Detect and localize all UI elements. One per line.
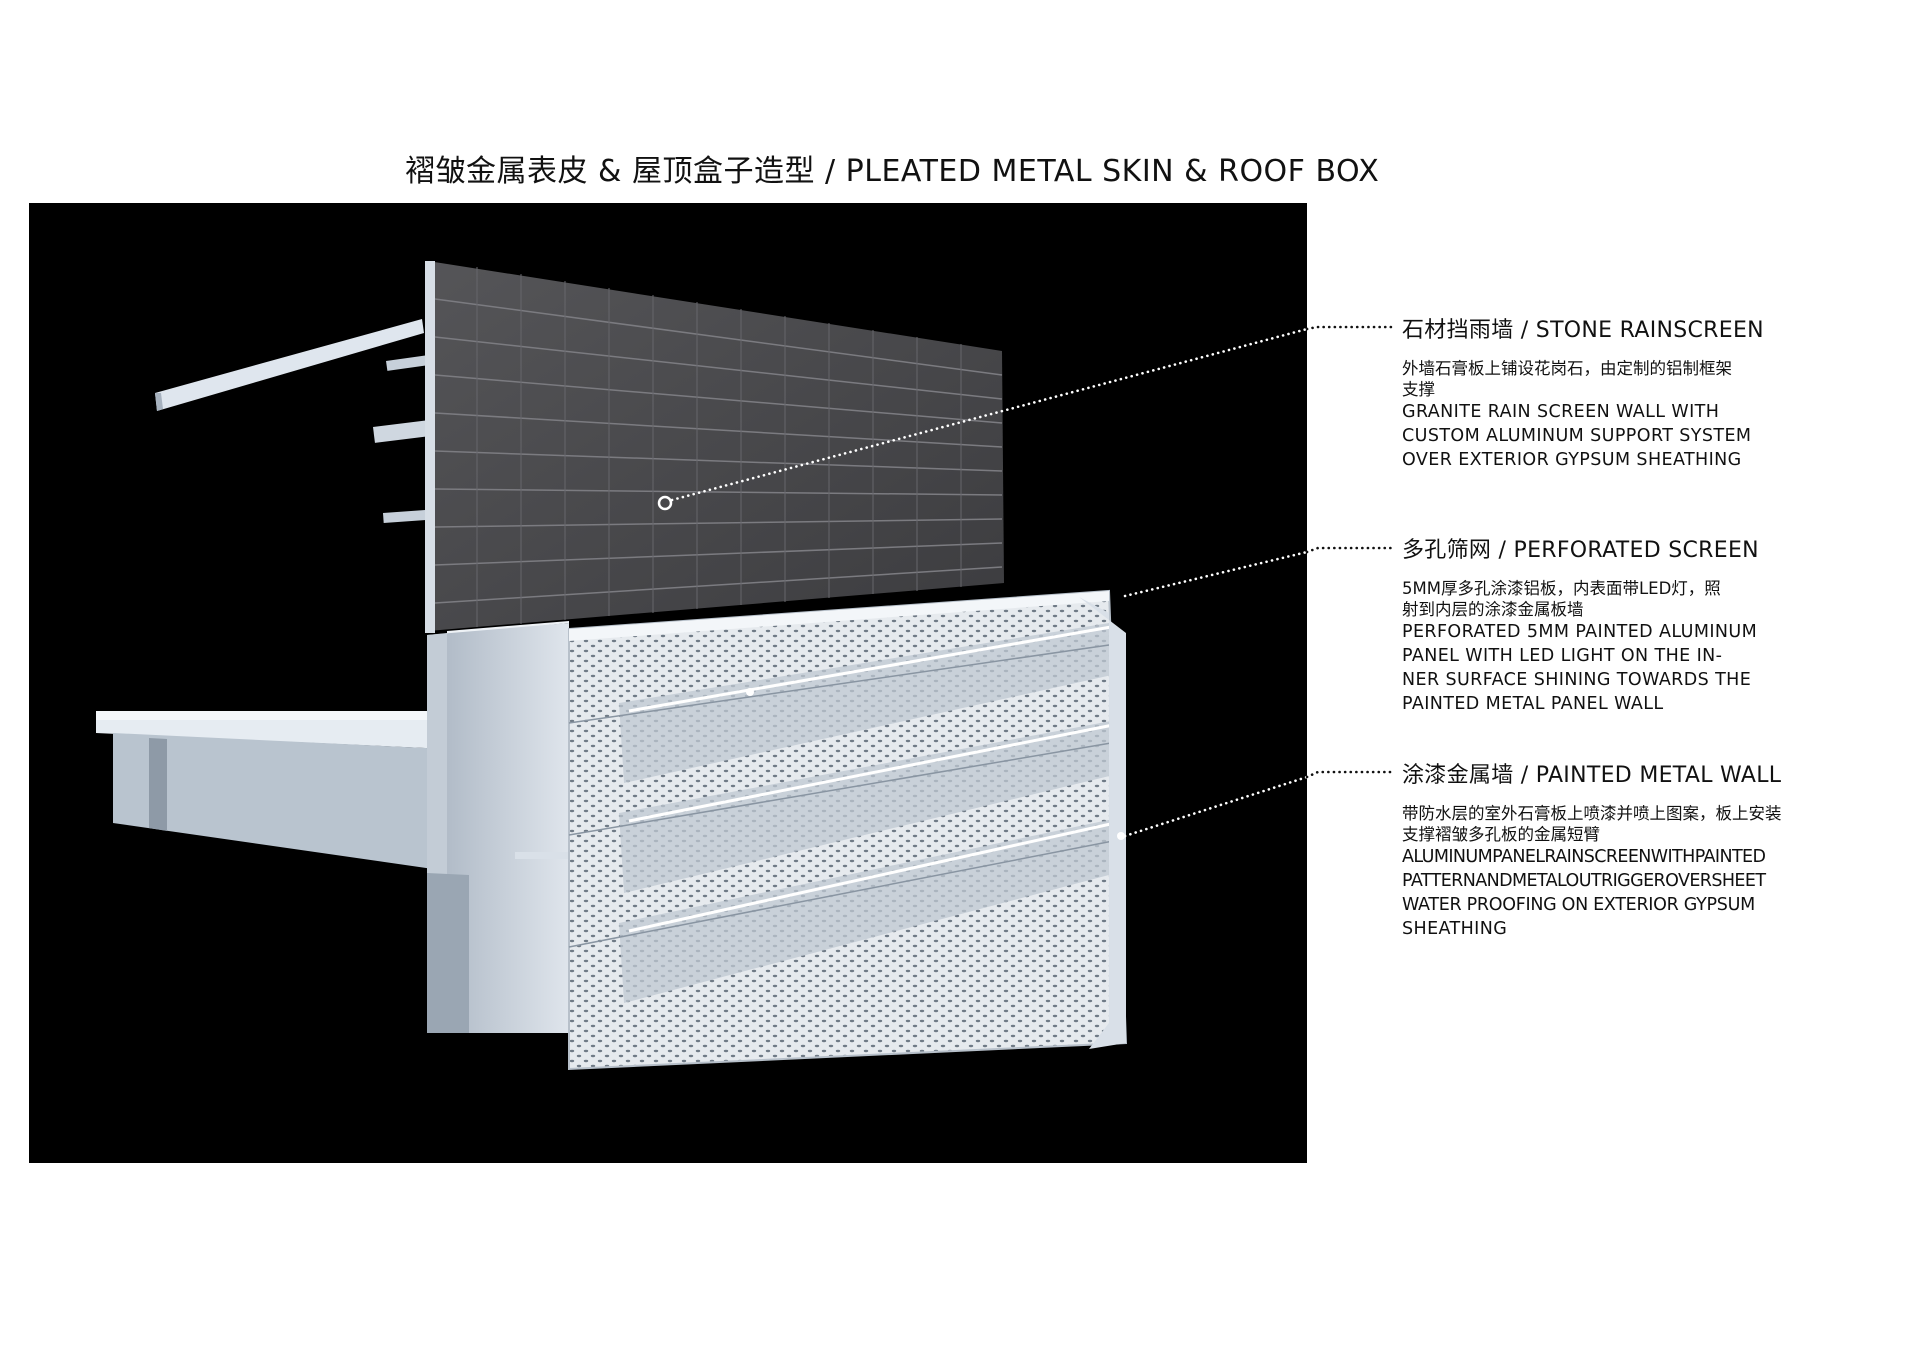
annotation-desc-cn: 带防水层的室外石膏板上喷漆并喷上图案，板上安装支撑褶皱多孔板的金属短臂 (1402, 804, 1782, 844)
roof-slab (96, 711, 447, 871)
annotation-desc-en-line: ALUMINUMPANELRAINSCREENWITHPAINTED (1402, 847, 1766, 867)
annotation-desc-cn: 5MM厚多孔涂漆铝板，内表面带LED灯，照射到内层的涂漆金属板墙 (1402, 579, 1721, 619)
annotation-desc-en-line: PAINTED METAL PANEL WALL (1402, 694, 1664, 714)
annotation-perforated-screen: 多孔筛网 / PERFORATED SCREEN 5MM厚多孔涂漆铝板，内表面带… (1402, 532, 1822, 716)
annotation-desc-en-line: PANEL WITH LED LIGHT ON THE IN- (1402, 646, 1723, 666)
perforated-screen (568, 589, 1128, 1071)
annotation-desc-en-line: PATTERNANDMETALOUTRIGGEROVERSHEET (1402, 871, 1766, 891)
annotation-desc-en-line: WATER PROOFING ON EXTERIOR GYPSUM (1402, 895, 1755, 915)
annotation-desc-en-line: PERFORATED 5MM PAINTED ALUMINUM (1402, 622, 1758, 642)
annotation-desc-en-line: NER SURFACE SHINING TOWARDS THE (1402, 670, 1752, 690)
screen-callout-marker (746, 688, 754, 696)
annotation-heading: 石材挡雨墙 / STONE RAINSCREEN (1402, 318, 1764, 343)
metal-wall-callout-marker (1117, 832, 1125, 840)
annotation-desc-cn: 外墙石膏板上铺设花岗石，由定制的铝制框架支撑 (1402, 359, 1732, 399)
roof-outrigger (155, 319, 432, 523)
annotation-painted-metal-wall: 涂漆金属墙 / PAINTED METAL WALL 带防水层的室外石膏板上喷漆… (1402, 757, 1822, 941)
annotation-heading: 多孔筛网 / PERFORATED SCREEN (1402, 538, 1759, 563)
render-panel (29, 203, 1307, 1163)
annotation-heading: 涂漆金属墙 / PAINTED METAL WALL (1402, 763, 1782, 788)
page-title: 褶皱金属表皮 & 屋顶盒子造型 / PLEATED METAL SKIN & R… (405, 154, 1380, 189)
annotation-stone-rainscreen: 石材挡雨墙 / STONE RAINSCREEN 外墙石膏板上铺设花岗石，由定制… (1402, 312, 1822, 472)
annotation-desc-en-line: CUSTOM ALUMINUM SUPPORT SYSTEM (1402, 426, 1752, 446)
annotation-desc-en-line: SHEATHING (1402, 919, 1508, 939)
annotation-desc-en-line: GRANITE RAIN SCREEN WALL WITH (1402, 402, 1720, 422)
stone-rainscreen-wall (425, 261, 1004, 633)
stone-callout-marker (657, 495, 673, 511)
painted-metal-wall (427, 621, 605, 1033)
wall-section-render (96, 261, 1128, 1071)
annotation-desc-en-line: OVER EXTERIOR GYPSUM SHEATHING (1402, 450, 1742, 470)
